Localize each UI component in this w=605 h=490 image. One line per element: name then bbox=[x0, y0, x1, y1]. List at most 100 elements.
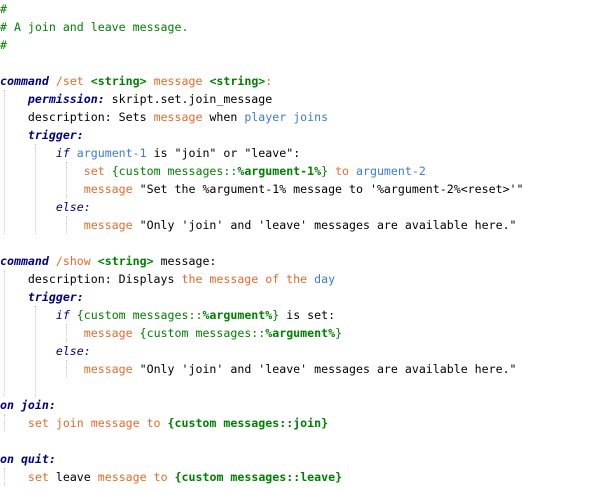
code-token bbox=[49, 74, 56, 88]
code-token: set join message to bbox=[27, 416, 161, 430]
code-line[interactable] bbox=[0, 54, 605, 72]
code-line[interactable] bbox=[0, 234, 605, 252]
code-token: message bbox=[83, 362, 133, 376]
code-line[interactable]: set {custom messages::%argument-1%} to a… bbox=[0, 162, 605, 180]
code-token bbox=[0, 308, 56, 322]
code-token: "Set the %argument-1% message to '%argum… bbox=[132, 182, 524, 196]
code-token bbox=[0, 164, 84, 178]
code-token: <string> bbox=[90, 74, 147, 88]
code-line[interactable]: permission: skript.set.join_message bbox=[0, 90, 605, 108]
code-token: command bbox=[0, 254, 49, 268]
code-line[interactable]: set join message to {custom messages::jo… bbox=[0, 414, 605, 432]
code-line[interactable]: # bbox=[0, 0, 605, 18]
code-token: description: Displays bbox=[27, 272, 182, 286]
code-line[interactable]: message {custom messages::%argument%} bbox=[0, 324, 605, 342]
code-token: /set bbox=[55, 74, 84, 88]
code-token bbox=[0, 326, 84, 340]
code-token: message bbox=[146, 74, 210, 88]
code-token bbox=[105, 164, 112, 178]
code-token: # A join and leave message. bbox=[0, 20, 189, 34]
code-token: set bbox=[27, 470, 49, 484]
code-token: leave bbox=[48, 470, 98, 484]
code-line[interactable] bbox=[0, 378, 605, 396]
code-token bbox=[133, 326, 140, 340]
code-token: trigger: bbox=[27, 290, 84, 304]
code-token: <string> bbox=[97, 254, 154, 268]
indent-guide bbox=[4, 468, 5, 486]
code-token: to bbox=[153, 470, 168, 484]
code-line[interactable]: else: bbox=[0, 198, 605, 216]
code-token: message bbox=[97, 470, 147, 484]
code-token: {custom messages:: bbox=[76, 308, 203, 322]
code-line[interactable]: trigger: bbox=[0, 288, 605, 306]
code-line[interactable]: message "Only 'join' and 'leave' message… bbox=[0, 360, 605, 378]
code-token: message bbox=[153, 110, 203, 124]
code-token: message bbox=[83, 326, 133, 340]
code-token: if bbox=[55, 146, 70, 160]
code-token bbox=[147, 470, 154, 484]
code-token bbox=[168, 470, 175, 484]
indent-guide bbox=[4, 270, 5, 396]
code-line[interactable]: if {custom messages::%argument%} is set: bbox=[0, 306, 605, 324]
code-token: command bbox=[0, 74, 49, 88]
code-line[interactable] bbox=[0, 432, 605, 450]
code-line[interactable]: if argument-1 is "join" or "leave": bbox=[0, 144, 605, 162]
code-token: argument-2 bbox=[356, 164, 426, 178]
code-token bbox=[0, 272, 28, 286]
code-line[interactable]: description: Displays the message of the… bbox=[0, 270, 605, 288]
code-line[interactable]: command /set <string> message <string>: bbox=[0, 72, 605, 90]
code-token: day bbox=[314, 272, 336, 286]
code-token: to bbox=[328, 164, 357, 178]
code-line[interactable]: on quit: bbox=[0, 450, 605, 468]
code-token bbox=[0, 290, 28, 304]
code-token: on join: bbox=[0, 398, 56, 412]
code-line[interactable]: set leave message to {custom messages::l… bbox=[0, 468, 605, 486]
code-line[interactable]: description: Sets message when player jo… bbox=[0, 108, 605, 126]
code-line[interactable]: command /show <string> message: bbox=[0, 252, 605, 270]
code-token bbox=[0, 344, 56, 358]
code-token: %argument-1% bbox=[237, 164, 322, 178]
code-token bbox=[0, 146, 56, 160]
code-token: "Only 'join' and 'leave' messages are av… bbox=[132, 218, 517, 232]
indent-guide bbox=[35, 306, 36, 396]
indent-guide bbox=[66, 162, 67, 198]
code-token: set bbox=[83, 164, 105, 178]
code-token bbox=[0, 362, 84, 376]
code-token bbox=[0, 110, 28, 124]
code-token bbox=[0, 128, 28, 142]
code-token: message bbox=[83, 218, 133, 232]
code-token: } bbox=[335, 326, 343, 340]
code-token: on quit: bbox=[0, 452, 56, 466]
indent-guide bbox=[4, 414, 5, 432]
code-token: argument-1 bbox=[76, 146, 147, 160]
code-line[interactable]: # bbox=[0, 36, 605, 54]
code-token bbox=[0, 92, 28, 106]
code-token: %argument% bbox=[202, 308, 273, 322]
code-token bbox=[0, 200, 56, 214]
code-token bbox=[70, 308, 77, 322]
code-token: # bbox=[0, 38, 7, 52]
code-token: else: bbox=[55, 200, 91, 214]
code-token bbox=[0, 470, 28, 484]
code-token: message: bbox=[153, 254, 217, 268]
code-line[interactable]: message "Set the %argument-1% message to… bbox=[0, 180, 605, 198]
indent-guide bbox=[66, 324, 67, 342]
code-line[interactable]: trigger: bbox=[0, 126, 605, 144]
code-line[interactable]: message "Only 'join' and 'leave' message… bbox=[0, 216, 605, 234]
code-token: else: bbox=[55, 344, 91, 358]
code-token: # bbox=[0, 2, 7, 16]
code-token: } bbox=[272, 308, 280, 322]
code-token: message bbox=[83, 182, 133, 196]
code-token: } bbox=[321, 164, 329, 178]
code-token bbox=[0, 218, 84, 232]
code-line[interactable]: else: bbox=[0, 342, 605, 360]
code-line[interactable]: # A join and leave message. bbox=[0, 18, 605, 36]
code-token: player joins bbox=[244, 110, 329, 124]
code-token: is set: bbox=[279, 308, 336, 322]
indent-guide bbox=[66, 216, 67, 234]
code-token: {custom messages::leave} bbox=[174, 470, 343, 484]
code-line[interactable]: on join: bbox=[0, 396, 605, 414]
indent-guide bbox=[4, 90, 5, 234]
code-token bbox=[84, 74, 91, 88]
